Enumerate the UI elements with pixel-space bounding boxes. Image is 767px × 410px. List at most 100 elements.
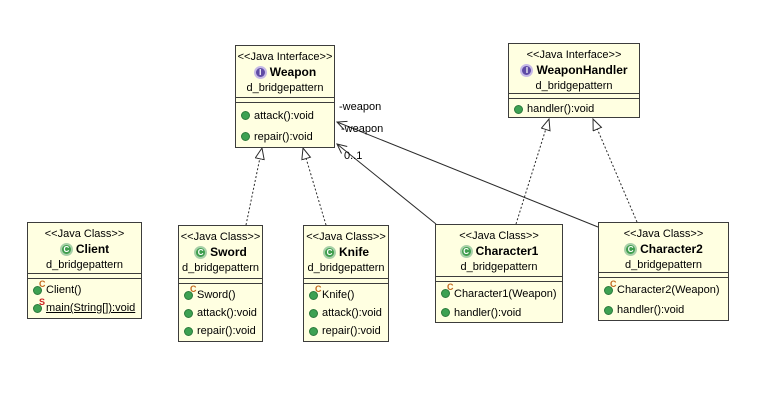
method-row[interactable]: repair():void — [309, 322, 386, 340]
public-method-icon — [604, 305, 613, 315]
method-label: repair():void — [254, 130, 313, 143]
class-name-text: WeaponHandler — [536, 63, 628, 77]
method-label: handler():void — [527, 103, 595, 115]
method-row[interactable]: attack():void — [309, 304, 386, 322]
character1-weapon-association[interactable] — [336, 143, 437, 225]
method-row[interactable]: handler():void — [441, 303, 560, 322]
attributes-compartment — [304, 279, 388, 284]
attributes-compartment — [179, 279, 262, 284]
method-row[interactable]: repair():void — [241, 126, 332, 147]
method-label: handler():void — [454, 306, 522, 319]
method-label: Sword() — [197, 289, 236, 301]
class-stereotype: <<Java Interface>> — [237, 51, 333, 63]
public-method-icon — [184, 326, 193, 336]
public-method-icon — [309, 326, 318, 336]
method-label: Character2(Weapon) — [617, 284, 720, 296]
class-name-text: Knife — [339, 245, 369, 259]
method-row[interactable]: handler():void — [604, 300, 726, 320]
method-label: Knife() — [322, 289, 355, 301]
constructor-marker: C — [610, 278, 617, 289]
class-icon: C — [459, 245, 473, 258]
method-label: main(String[]):void — [46, 302, 136, 314]
public-method-icon: C — [33, 279, 46, 295]
public-method-icon: C — [309, 284, 322, 300]
public-method-icon — [241, 111, 250, 120]
sword-implements-weapon[interactable] — [245, 148, 262, 226]
public-method-icon: C — [184, 284, 197, 300]
class-name-text: Weapon — [269, 65, 317, 79]
class-package: d_bridgepattern — [45, 259, 124, 271]
attributes-compartment — [236, 98, 334, 103]
class-name-text: Character2 — [640, 242, 703, 256]
character1-implements-weaponhandler[interactable] — [515, 119, 549, 225]
method-label: Client() — [46, 284, 82, 296]
constructor-marker: C — [190, 284, 197, 294]
weapon-role-label-2: -weapon — [341, 123, 384, 135]
character2-implements-weaponhandler[interactable] — [593, 119, 638, 223]
knife-implements-weapon[interactable] — [303, 148, 327, 226]
weapon-multiplicity-label: 0..1 — [344, 150, 363, 162]
method-label: repair():void — [197, 325, 256, 337]
class-name-text: Sword — [210, 245, 247, 259]
method-row[interactable]: attack():void — [241, 105, 332, 126]
class-stereotype: <<Java Class>> — [459, 230, 539, 242]
class-stereotype: <<Java Interface>> — [526, 49, 622, 61]
weapon-role-label-1: -weapon — [339, 101, 382, 113]
interface-icon: I — [520, 64, 534, 77]
method-row[interactable]: handler():void — [514, 101, 637, 117]
methods-compartment: handler():void — [509, 99, 639, 117]
attributes-compartment — [599, 273, 728, 278]
class-icon: C — [624, 243, 638, 256]
attributes-compartment — [436, 277, 562, 282]
class-stereotype: <<Java Class>> — [306, 231, 386, 243]
class-package: d_bridgepattern — [535, 80, 613, 92]
constructor-marker: C — [315, 284, 322, 294]
public-method-icon: C — [441, 283, 454, 298]
public-method-icon — [441, 308, 450, 317]
class-name-text: Character1 — [475, 244, 539, 258]
class-package: d_bridgepattern — [624, 259, 703, 271]
method-row[interactable]: attack():void — [184, 304, 260, 322]
class-stereotype: <<Java Class>> — [623, 228, 704, 240]
class-icon: C — [323, 246, 336, 259]
public-method-icon — [309, 308, 318, 318]
character2-weapon-association[interactable] — [335, 120, 599, 228]
attributes-compartment — [28, 274, 141, 279]
constructor-marker: C — [39, 279, 46, 289]
class-package: d_bridgepattern — [246, 82, 324, 94]
constructor-marker: C — [447, 282, 454, 292]
class-icon: C — [59, 243, 73, 256]
attributes-compartment — [509, 94, 639, 99]
class-package: d_bridgepattern — [181, 262, 260, 274]
public-method-icon — [184, 308, 193, 318]
method-row[interactable]: repair():void — [184, 322, 260, 340]
